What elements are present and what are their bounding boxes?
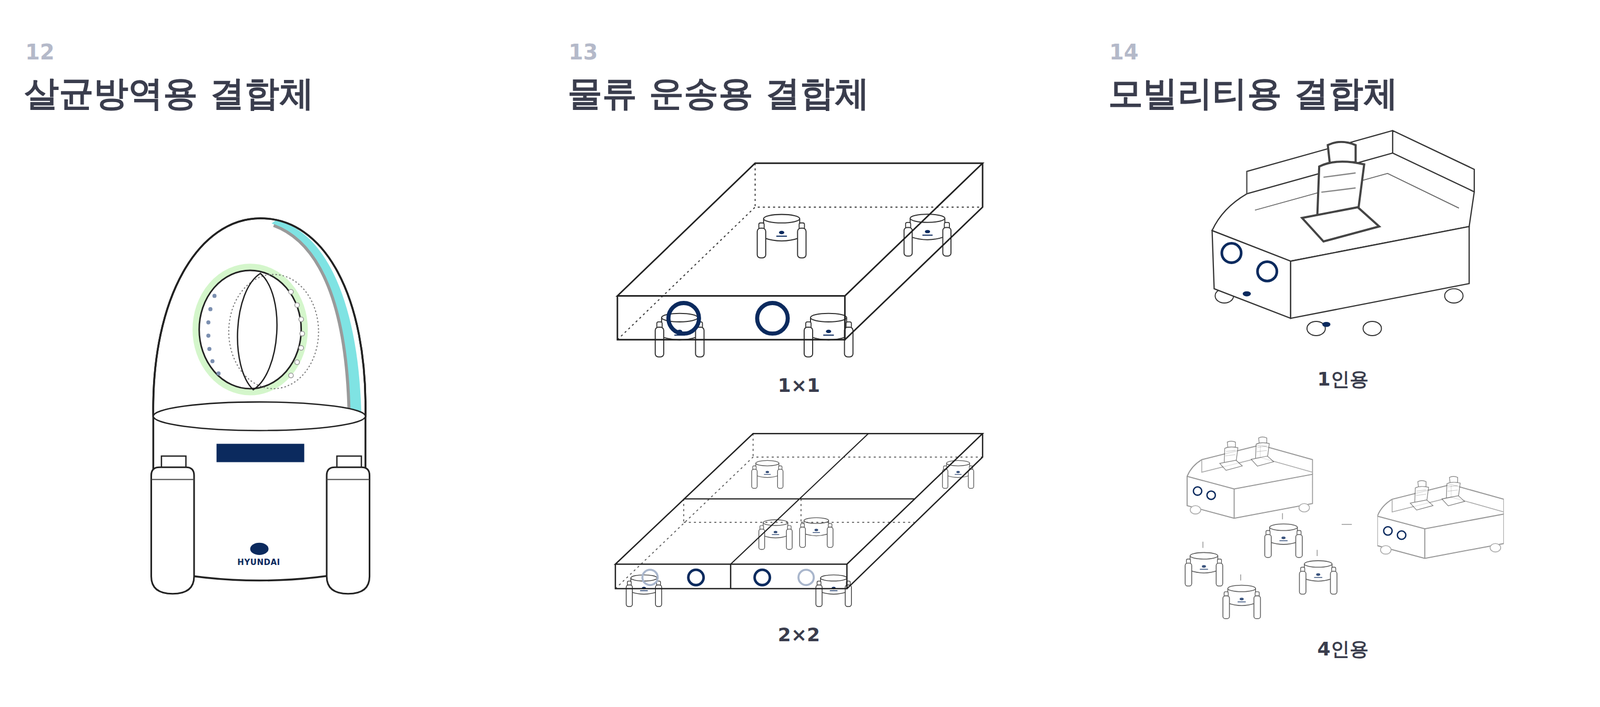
logistics-1x1-part: [617, 163, 983, 340]
logistics-2x2-part: [615, 433, 983, 589]
mobility-1-seat: [1212, 130, 1475, 336]
mobility-4-seat-part: [1299, 560, 1338, 595]
mobility-4-seat-part: [1185, 552, 1223, 586]
logistics-2x2: [615, 433, 983, 607]
disinfection-robot-part: [206, 320, 211, 325]
variant-label: 1인용: [1317, 368, 1369, 390]
logistics-2x2-part: [754, 569, 771, 585]
mobility-4-seat: [1185, 437, 1504, 619]
disinfection-robot-part: [288, 289, 294, 295]
logistics-2x2-part: [615, 433, 983, 589]
logistics-2x2-part: [815, 574, 852, 607]
mobility-1-seat-part: [1363, 321, 1382, 336]
disinfection-robot-part: [326, 479, 370, 481]
mobility-4-seat-part: [1202, 513, 1318, 581]
logistics-1x1-part: [757, 214, 807, 259]
section-number: 13: [568, 39, 599, 65]
section-number: 12: [25, 39, 55, 65]
logistics-2x2-part: [688, 569, 704, 585]
disinfection-robot-part: [288, 372, 294, 378]
disinfection-robot-part: [151, 467, 195, 594]
logistics-2x2-part: [751, 460, 783, 489]
logistics-1x1: [617, 163, 983, 357]
disinfection-robot-part: [298, 317, 304, 322]
disinfection-robot-part: [294, 302, 300, 308]
disinfection-robot-part: [299, 331, 305, 337]
variant-label: 1×1: [777, 374, 820, 397]
disinfection-robot-part: [298, 345, 304, 351]
section-number: 14: [1109, 39, 1139, 65]
variant-label: 2×2: [777, 623, 820, 646]
logistics-2x2-part: [758, 519, 793, 550]
mobility-4-seat-part: [1341, 523, 1352, 525]
disinfection-robot-part: [326, 467, 370, 594]
mobility-4-seat-part: [1264, 523, 1303, 558]
logistics-2x2-part: [642, 569, 658, 585]
mobility-1-seat-part: [1444, 288, 1464, 303]
disinfection-robot-part: [207, 346, 212, 351]
mobility-4-seat-part: [1187, 437, 1313, 519]
logistics-2x2-part: [615, 433, 983, 564]
disinfection-robot-part: [197, 268, 304, 391]
disinfection-robot-part: [216, 371, 221, 376]
logistics-1x1-part: [617, 163, 983, 340]
disinfection-robot-part: [212, 294, 217, 299]
disinfection-robot-part: [151, 479, 195, 481]
disinfection-robot-part: [208, 307, 213, 312]
disinfection-robot-part: [250, 542, 269, 555]
mobility-1-seat-part: [1221, 243, 1242, 263]
logistics-1x1-part: [617, 163, 983, 296]
logistics-2x2-part: [942, 460, 974, 489]
section-title: 모빌리티용 결합체: [1108, 73, 1399, 114]
logistics-1x1-part: [757, 302, 788, 334]
brand-logo-text: HYUNDAI: [237, 558, 280, 567]
mobility-4-seat-part: [1222, 584, 1261, 619]
mobility-1-seat-part: [1302, 142, 1380, 242]
disinfection-robot-part: [237, 273, 278, 390]
disinfection-robot-part: [294, 359, 300, 365]
section-title: 물류 운송용 결합체: [567, 73, 870, 114]
disinfection-robot-part: [153, 218, 366, 417]
variant-label: 4인용: [1317, 638, 1369, 660]
mobility-1-seat-part: [1257, 261, 1278, 281]
disinfection-robot-part: [199, 270, 302, 389]
section-title: 살균방역용 결합체: [24, 73, 315, 114]
logistics-1x1-part: [904, 214, 951, 257]
logistics-2x2-part: [683, 433, 915, 564]
mobility-1-seat-part: [1290, 226, 1470, 319]
disinfection-robot-part: [206, 333, 211, 338]
mobility-1-seat-part: [1212, 230, 1291, 319]
disinfection-robot: [151, 218, 370, 594]
mobility-1-seat-part: [1322, 321, 1331, 328]
disinfection-robot-part: [153, 401, 366, 431]
mobility-4-seat-part: [1377, 476, 1504, 559]
disinfection-robot-part: [216, 443, 305, 463]
logistics-1x1-part: [668, 302, 700, 334]
disinfection-robot-part: [210, 359, 215, 364]
logistics-2x2-part: [798, 569, 814, 585]
mobility-1-seat-part: [1242, 291, 1252, 297]
disinfection-robot-part: [153, 218, 366, 417]
